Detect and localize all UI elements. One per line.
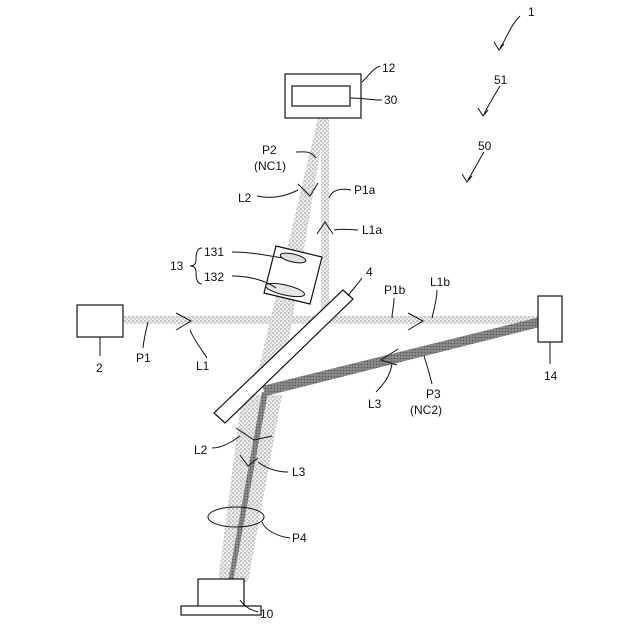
label-path-p4: P4	[292, 531, 307, 545]
label-ref-1: 1	[528, 5, 535, 19]
label-ref-10: 10	[260, 607, 274, 621]
light-source-2	[77, 305, 123, 337]
label-path-p3-nc: (NC2)	[410, 403, 442, 417]
label-ref-12: 12	[382, 61, 396, 75]
label-light-l3-bottom: L3	[292, 465, 306, 479]
label-ref-13: 13	[170, 259, 184, 273]
label-light-l2-top: L2	[238, 191, 252, 205]
label-light-l1: L1	[196, 359, 210, 373]
element-10	[198, 579, 244, 607]
label-light-l1b: L1b	[430, 275, 450, 289]
label-ref-50: 50	[478, 139, 492, 153]
label-path-p2-nc: (NC1)	[254, 159, 286, 173]
label-path-p2: P2	[262, 143, 277, 157]
label-path-p1b: P1b	[384, 283, 406, 297]
label-ref-14: 14	[544, 369, 558, 383]
label-ref-132: 132	[204, 270, 224, 284]
label-ref-30: 30	[384, 93, 398, 107]
label-light-l3-right: L3	[368, 397, 382, 411]
element-10-base	[181, 606, 261, 615]
element-14	[538, 296, 562, 342]
label-path-p1a: P1a	[354, 183, 376, 197]
label-path-p3: P3	[426, 387, 441, 401]
arrow-ref-1	[500, 16, 520, 48]
label-light-l1a: L1a	[362, 223, 382, 237]
element-30	[292, 86, 350, 106]
beam-p1a	[321, 118, 329, 318]
arrow-ref-51	[484, 86, 500, 114]
label-ref-51: 51	[494, 73, 508, 87]
label-ref-2: 2	[96, 361, 103, 375]
arrow-ref-50	[468, 152, 484, 180]
label-light-l2-bottom: L2	[194, 443, 208, 457]
label-ref-131: 131	[204, 245, 224, 259]
label-ref-4: 4	[366, 265, 373, 279]
brace-13	[190, 248, 202, 284]
label-path-p1: P1	[136, 351, 151, 365]
